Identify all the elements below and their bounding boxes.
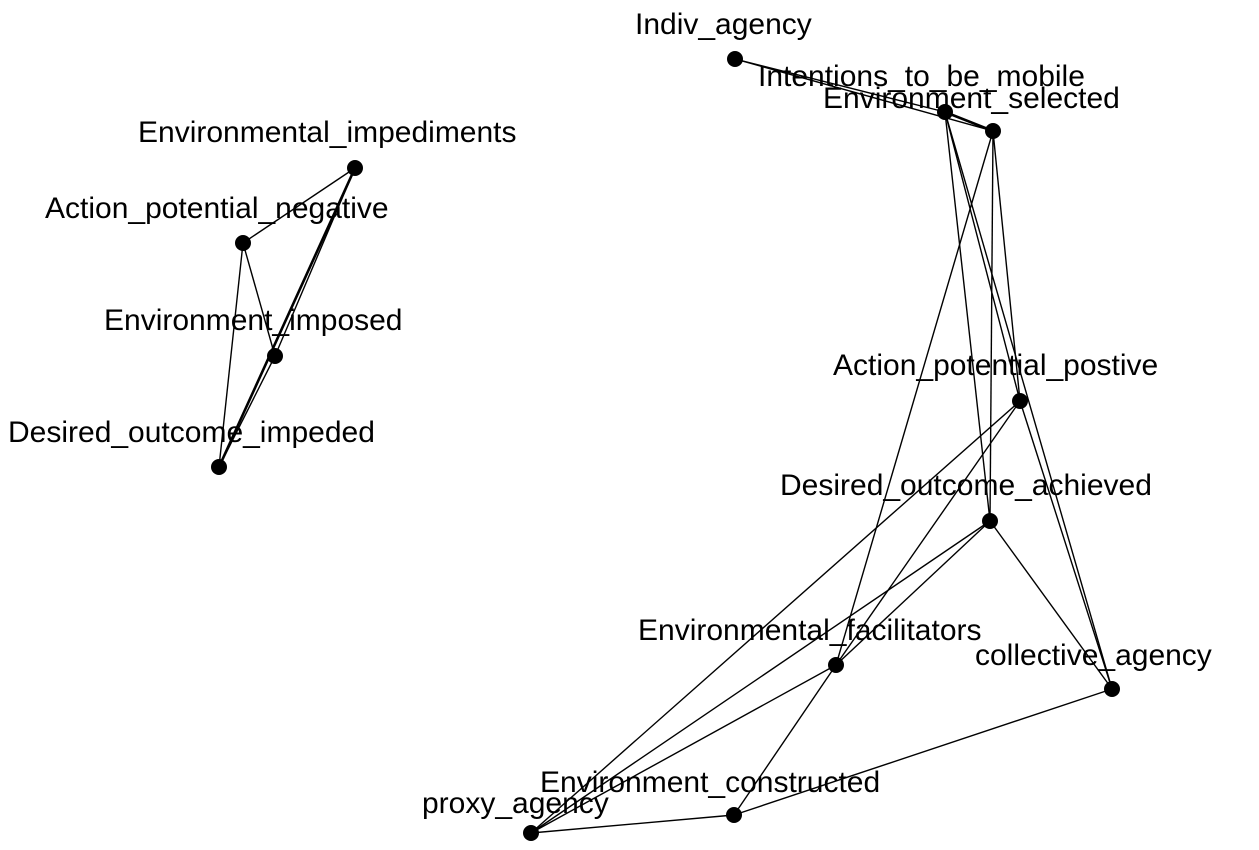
node-label-ap-negative: Action_potential_negative bbox=[45, 192, 389, 225]
node-label-collective-agency: collective_agency bbox=[975, 639, 1212, 672]
edge-do-achieved-proxy-agency bbox=[530, 520, 991, 834]
edge-env-facilitators-proxy-agency bbox=[530, 664, 837, 834]
node-ap-negative bbox=[235, 235, 251, 251]
edge-ap-negative-do-impeded bbox=[218, 242, 244, 468]
edge-env-selected-ap-positive bbox=[992, 130, 1021, 402]
node-intentions bbox=[937, 104, 953, 120]
node-indiv-agency bbox=[727, 51, 743, 67]
edge-indiv-agency-intentions bbox=[734, 58, 946, 113]
node-env-facilitators bbox=[828, 657, 844, 673]
node-label-env-facilitators: Environmental_facilitators bbox=[638, 614, 982, 647]
edge-env-constructed-collective-agency bbox=[733, 688, 1113, 816]
node-label-env-imposed: Environment_imposed bbox=[104, 304, 403, 337]
node-label-indiv-agency: Indiv_agency bbox=[635, 8, 812, 41]
edge-env-imposed-do-impeded bbox=[218, 355, 276, 468]
node-do-achieved bbox=[982, 513, 998, 529]
node-label-do-impeded: Desired_outcome_impeded bbox=[8, 416, 375, 449]
node-label-ap-positive: Action_potential_postive bbox=[833, 349, 1158, 382]
edge-env-selected-env-facilitators bbox=[835, 130, 994, 666]
edges-layer bbox=[217, 58, 1113, 834]
edge-ap-negative-env-imposed bbox=[242, 242, 276, 357]
edge-ap-positive-proxy-agency bbox=[530, 400, 1021, 834]
node-env-impediments bbox=[347, 160, 363, 176]
edge-env-constructed-proxy-agency bbox=[530, 814, 735, 834]
edge-intentions-env-selected bbox=[944, 110, 994, 133]
labels-layer: Indiv_agencyIntentions_to_be_mobileEnvir… bbox=[8, 8, 1212, 820]
node-label-intentions: Intentions_to_be_mobile bbox=[758, 60, 1085, 93]
node-env-imposed bbox=[267, 348, 283, 364]
node-ap-positive bbox=[1012, 393, 1028, 409]
edge-do-achieved-collective-agency bbox=[989, 520, 1113, 690]
edge-env-facilitators-env-constructed bbox=[733, 664, 837, 816]
node-proxy-agency bbox=[523, 825, 539, 841]
edge-ap-positive-env-facilitators bbox=[835, 400, 1021, 666]
node-label-proxy-agency: proxy_agency bbox=[422, 787, 609, 820]
edge-intentions-collective-agency bbox=[944, 111, 1113, 690]
node-do-impeded bbox=[211, 459, 227, 475]
edge-ap-positive-collective-agency bbox=[1019, 400, 1113, 690]
node-label-env-constructed: Environment_constructed bbox=[540, 766, 880, 799]
nodes-layer bbox=[211, 51, 1120, 841]
edge-env-selected-do-achieved bbox=[989, 130, 994, 522]
edge-do-achieved-env-facilitators bbox=[835, 520, 991, 666]
edge-env-impediments-ap-negative bbox=[242, 167, 356, 244]
node-label-do-achieved: Desired_outcome_achieved bbox=[780, 469, 1152, 502]
node-env-constructed bbox=[726, 807, 742, 823]
node-label-env-selected: Environment_selected bbox=[823, 82, 1120, 115]
node-env-selected bbox=[985, 123, 1001, 139]
node-label-env-impediments: Environmental_impediments bbox=[138, 116, 517, 149]
edge-indiv-agency-env-selected bbox=[734, 58, 994, 132]
node-collective-agency bbox=[1104, 681, 1120, 697]
edge-intentions-do-achieved bbox=[944, 111, 991, 522]
edge-intentions-ap-positive bbox=[944, 111, 1021, 402]
edge-env-impediments-do-impeded bbox=[217, 167, 357, 468]
